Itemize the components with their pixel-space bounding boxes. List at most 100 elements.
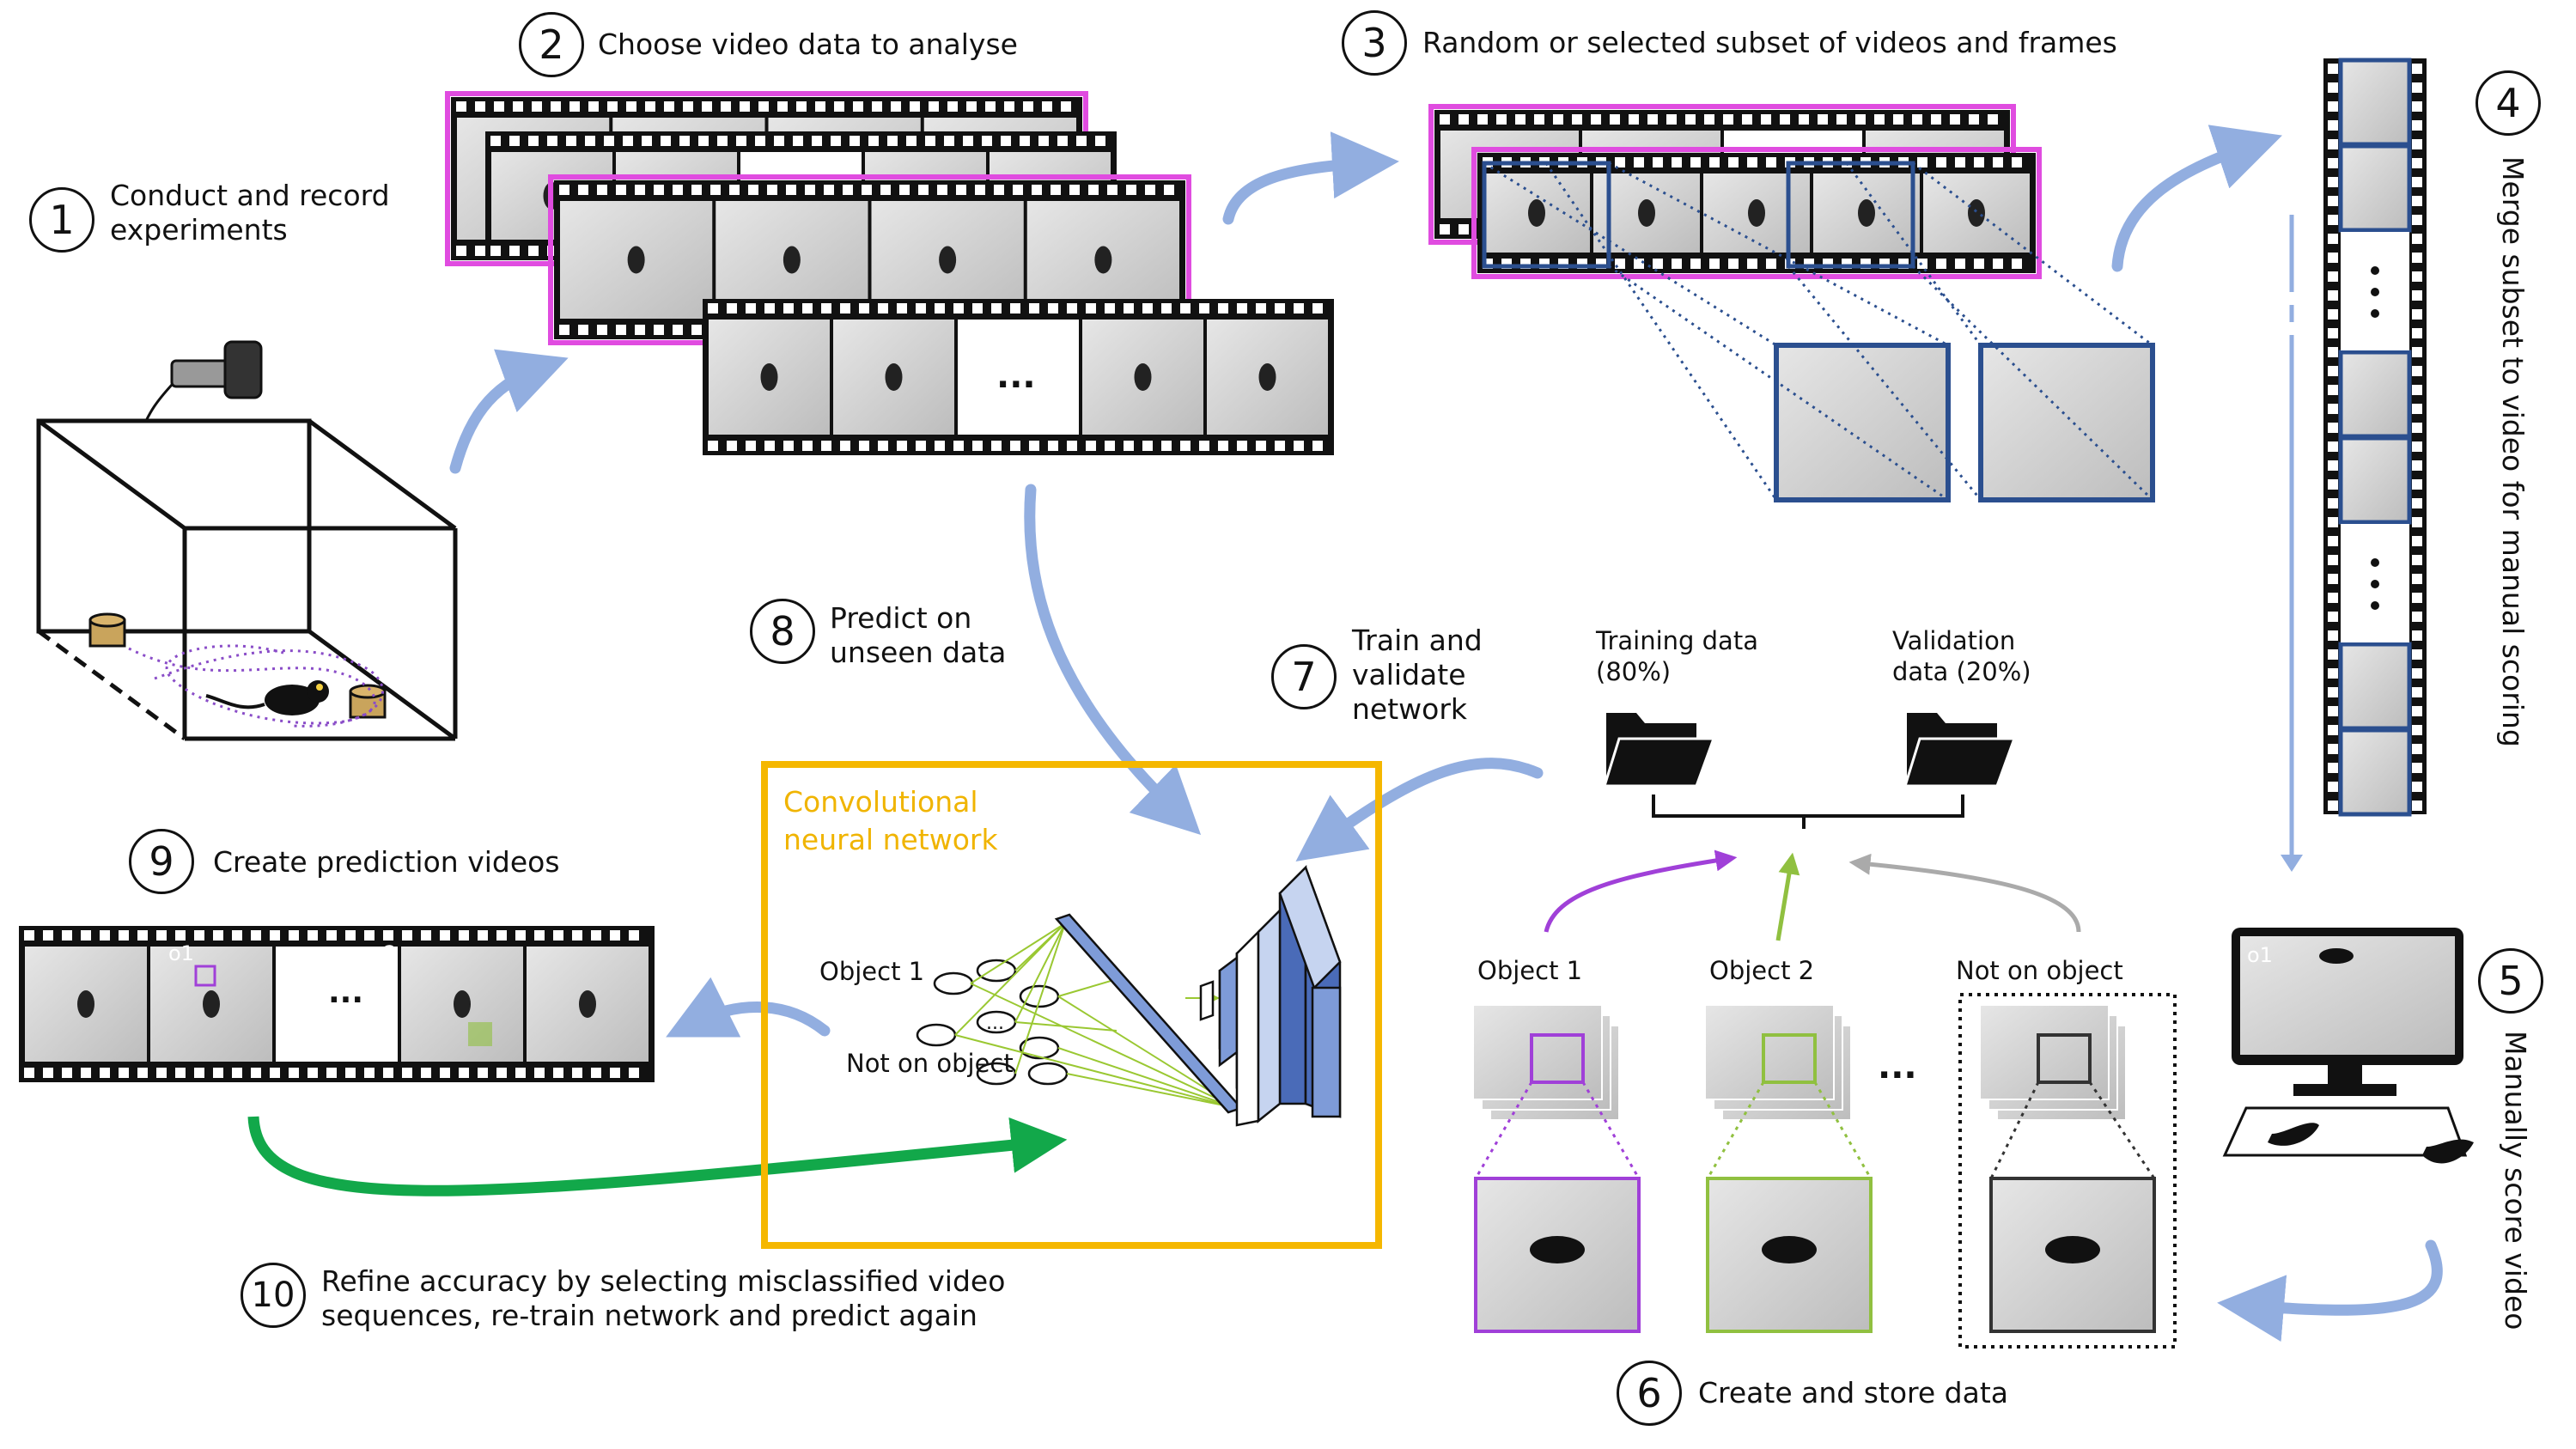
hands-icon [2268, 1123, 2474, 1164]
step-8-number: 8 [750, 599, 815, 664]
validation-data-label: Validation data (20%) [1892, 626, 2031, 686]
step-7-label: Train and validate network [1352, 624, 1483, 726]
cnn-input-not-label: Not on object [846, 1049, 1014, 1078]
step-8-label: Predict on unseen data [830, 601, 1007, 669]
monitor-tag: o1 [2247, 943, 2273, 967]
mouse-icon [205, 680, 329, 715]
mouse-silhouette [1530, 1236, 1585, 1263]
film-ellipsis-9: ... [328, 975, 364, 1010]
film-ellipsis-2: ... [996, 356, 1036, 396]
selected-frame [1786, 161, 1915, 269]
refine-arrow [247, 1116, 1068, 1196]
mouse-silhouette [1748, 199, 1765, 227]
zoom-line [1706, 1081, 1765, 1179]
mouse-silhouette [2045, 1236, 2100, 1263]
step-6-number: 6 [1617, 1361, 1682, 1426]
step-3-number: 3 [1342, 10, 1407, 76]
merged-frame [2338, 642, 2412, 731]
step-10-number: 10 [241, 1263, 306, 1328]
step-10-label: Refine accuracy by selecting misclassifi… [321, 1264, 1006, 1332]
mouse-silhouette [454, 990, 471, 1018]
validation-folder-icon [1903, 713, 2017, 788]
mouse-silhouette [1762, 1236, 1817, 1263]
step-3-label: Random or selected subset of videos and … [1422, 26, 2117, 59]
mouse-silhouette [1968, 199, 1985, 227]
prediction-box-o2 [468, 1022, 492, 1046]
step-1-label: Conduct and record experiments [110, 179, 390, 247]
mouse-silhouette [627, 246, 645, 274]
step-9-label: Create prediction videos [213, 845, 560, 879]
step-2-number: 2 [519, 12, 584, 77]
prediction-video-strip [19, 926, 655, 1082]
video-film-strips [445, 91, 1334, 455]
zoom-line [1483, 161, 1777, 347]
mouse-silhouette [1094, 246, 1112, 274]
prediction-box-o1 [194, 965, 216, 987]
step-7-number: 7 [1271, 644, 1337, 709]
step-1-number: 1 [29, 187, 94, 253]
tag-o2: o2 [371, 941, 397, 965]
training-folder-icon [1602, 713, 1716, 788]
mouse-silhouette [1638, 199, 1655, 227]
category-object1-label: Object 1 [1477, 956, 1583, 985]
camera-icon [144, 340, 263, 422]
crop-box [2037, 1033, 2092, 1084]
object-cylinder-icon [88, 612, 387, 719]
computer-monitor-icon [2232, 928, 2463, 1096]
mouse-silhouette [1858, 199, 1875, 227]
training-data-label: Training data (80%) [1596, 626, 1758, 686]
mouse-silhouette [783, 246, 801, 274]
strip-highlight [1471, 147, 2042, 279]
category-not-label: Not on object [1956, 956, 2123, 985]
step-5-number: 5 [2478, 948, 2543, 1014]
merged-frame [2338, 350, 2412, 439]
experiment-box [36, 418, 458, 741]
crop-box [1762, 1033, 1817, 1084]
zoom-line [1608, 161, 1949, 347]
step-9-number: 9 [129, 829, 194, 894]
enlarged-frame [1774, 343, 1951, 502]
mouse-silhouette [760, 363, 778, 391]
cnn-dots: ... [986, 1013, 1004, 1034]
video-frame [958, 320, 1079, 435]
zoom-line [1813, 1081, 1873, 1179]
step-5-label: Manually score video [2499, 1031, 2532, 1330]
step-4-number: 4 [2476, 70, 2541, 136]
zoom-line [1911, 265, 2154, 502]
merge-down-arrow [2281, 215, 2303, 872]
zoom-line [1474, 1081, 1533, 1179]
mouse-silhouette [939, 246, 957, 274]
zoom-line [1989, 1081, 2040, 1179]
category-samples [1472, 993, 2177, 1349]
tag-o1: o1 [168, 941, 194, 965]
category-object2-label: Object 2 [1709, 956, 1815, 985]
merged-frame [2338, 58, 2412, 147]
flow-arrows [449, 125, 2443, 1342]
mouse-trajectory [128, 644, 384, 728]
mouse-silhouette [77, 990, 94, 1018]
step-2-label: Choose video data to analyse [598, 27, 1018, 61]
video-frame [276, 947, 398, 1062]
mouse-silhouette [885, 363, 903, 391]
merged-frame [2338, 435, 2412, 525]
crop-box [1530, 1033, 1585, 1084]
category-ellipsis: ... [1878, 1047, 1917, 1087]
merged-frame [2338, 143, 2412, 233]
zoom-line [1581, 1081, 1641, 1179]
mouse-silhouette [1134, 363, 1152, 391]
step-6-label: Create and store data [1698, 1376, 2009, 1409]
merged-video-strip [2323, 58, 2427, 817]
video-subset-strips [1428, 104, 2155, 502]
mouse-silhouette [203, 990, 220, 1018]
mouse-silhouette [579, 990, 596, 1018]
mouse-silhouette [1258, 363, 1276, 391]
merged-frame [2338, 728, 2412, 817]
cnn-box [761, 761, 1382, 1249]
data-flow-arrows [1544, 849, 2081, 941]
cnn-title: Convolutional neural network [783, 785, 998, 856]
bracket [1652, 795, 1964, 829]
enlarged-frame [1978, 343, 2155, 502]
step-4-label: Merge subset to video for manual scoring [2496, 156, 2530, 747]
zoom-line [2088, 1081, 2156, 1179]
